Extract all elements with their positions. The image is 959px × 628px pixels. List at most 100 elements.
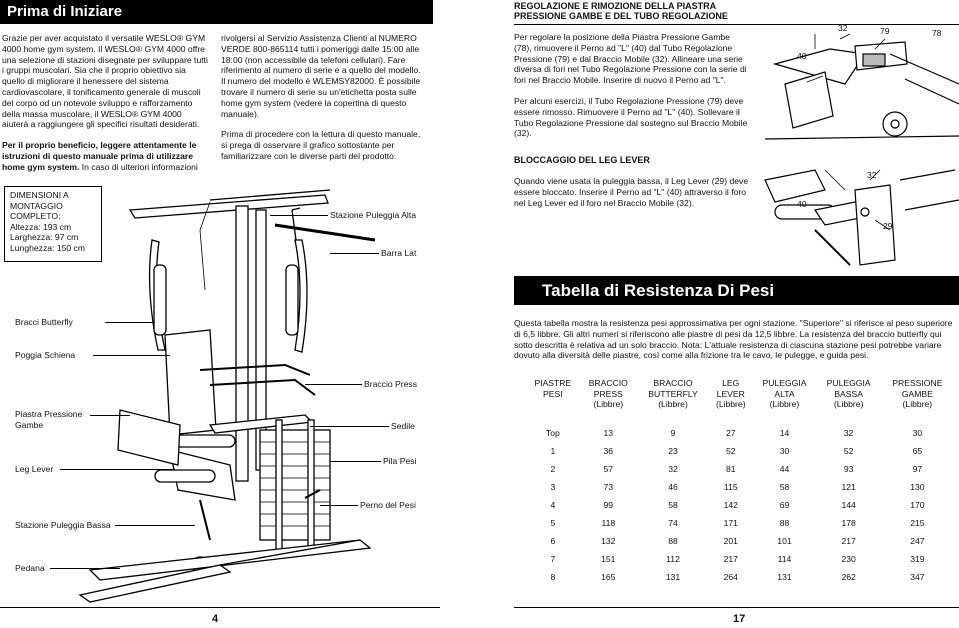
leader-line (93, 355, 170, 356)
table-cell: 118 (601, 518, 616, 528)
table-cell: Top (545, 428, 560, 438)
table-cell: 264 (723, 572, 738, 582)
leader-line (270, 215, 328, 216)
table-cell: 69 (779, 500, 790, 510)
table-header-bar: Tabella di Resistenza Di Pesi (514, 276, 959, 305)
table-cell: 44 (779, 464, 790, 474)
table-cell: 93 (843, 464, 854, 474)
leg-lever-lock-figure (764, 169, 959, 266)
table-cell: 132 (601, 536, 616, 546)
table-cell: 230 (841, 554, 856, 564)
table-cell: 217 (841, 536, 856, 546)
fig1-callout-40: 40 (797, 51, 807, 61)
table-cell: 88 (668, 536, 678, 546)
table-cell: 115 (723, 482, 738, 492)
fig2-callout-40: 40 (797, 199, 807, 209)
table-cell: 144 (841, 500, 856, 510)
table-cell: 74 (668, 518, 678, 528)
fig2-callout-29: 29 (883, 221, 893, 231)
table-cell: 217 (723, 554, 738, 564)
dim-line: Altezza: 193 cm (10, 221, 72, 232)
table-cell: 2 (550, 464, 556, 474)
table-cell: 201 (723, 536, 738, 546)
table-cell: 36 (603, 446, 614, 456)
dim-line: Lunghezza: 150 cm (10, 242, 86, 253)
fig2-callout-32: 32 (867, 170, 877, 180)
label-sedile: Sedile (391, 421, 415, 431)
table-cell: 52 (725, 446, 736, 456)
table-title: Tabella di Resistenza Di Pesi (542, 281, 775, 300)
table-cell: 170 (910, 500, 925, 510)
bloccaggio-column: Quando viene usata la puleggia bassa, il… (514, 176, 749, 208)
section-title-regolazione: REGOLAZIONE E RIMOZIONE DELLA PIASTRA PR… (514, 1, 954, 21)
page-number-right: 17 (733, 613, 746, 625)
table-cell: 52 (843, 446, 854, 456)
table-cell: 3 (550, 482, 556, 492)
table-cell: 262 (841, 572, 856, 582)
table-cell: 5 (550, 518, 556, 528)
contact-paragraph: rivolgersi al Servizio Assistenza Client… (221, 33, 421, 119)
table-cell: 165 (601, 572, 616, 582)
leader-line (90, 415, 130, 416)
label-barra-lat: Barra Lat (381, 248, 417, 258)
dim-line: MONTAGGIO (10, 200, 63, 211)
table-intro-paragraph: Questa tabella mostra la resistenza pesi… (514, 318, 953, 361)
regolazione-column: Per regolare la posizione della Piastra … (514, 32, 749, 139)
regolazione-paragraph-2: Per alcuni esercizi, il Tubo Regolazione… (514, 95, 748, 139)
table-cell: 6 (550, 536, 556, 546)
dim-line: Larghezza: 97 cm (10, 232, 79, 243)
fig1-callout-79: 79 (880, 26, 890, 36)
table-cell: 57 (603, 464, 614, 474)
table-cell: 4 (550, 500, 556, 510)
table-cell: 14 (779, 428, 790, 438)
fig1-callout-32: 32 (838, 23, 848, 33)
table-cell: 32 (843, 428, 854, 438)
label-braccio-press: Braccio Press (364, 379, 418, 389)
footer-rule-right (514, 607, 959, 608)
label-leg-lever: Leg Lever (15, 464, 54, 474)
table-cell: 247 (910, 536, 925, 546)
table-cell: 27 (725, 428, 736, 438)
page-number-left: 4 (212, 613, 219, 625)
table-cell: 73 (603, 482, 614, 492)
section-title-bloccaggio: BLOCCAGGIO DEL LEG LEVER (514, 155, 650, 165)
label-piastra-pressione: Piastra Pressione (15, 409, 83, 419)
bloccaggio-paragraph: Quando viene usata la puleggia bassa, il… (514, 176, 749, 208)
label-stazione-puleggia-alta: Stazione Puleggia Alta (330, 210, 417, 220)
table-cell: 142 (723, 500, 738, 510)
table-cell: 30 (779, 446, 790, 456)
contact-column: rivolgersi al Servizio Assistenza Client… (221, 33, 426, 162)
leader-line (310, 426, 389, 427)
table-cell: 171 (723, 518, 738, 528)
table-cell: 151 (601, 554, 616, 564)
notice-bold: Per il proprio beneficio, leggere attent… (2, 140, 197, 172)
intro-paragraph: Grazie per aver acquistato il versatile … (2, 33, 208, 130)
table-cell: 8 (550, 572, 556, 582)
label-pedana: Pedana (15, 563, 45, 573)
table-cell: 114 (777, 554, 792, 564)
table-cell: 13 (603, 428, 614, 438)
table-cell: 112 (666, 554, 680, 564)
section-title-line: PRESSIONE GAMBE E DEL TUBO REGOLAZIONE (514, 11, 728, 21)
table-cell: 23 (668, 446, 678, 456)
table-cell: 1 (550, 446, 556, 456)
leader-line (330, 461, 381, 462)
regolazione-paragraph-1: Per regolare la posizione della Piastra … (514, 32, 747, 86)
intro-column: Grazie per aver acquistato il versatile … (2, 33, 210, 173)
section-title-line: REGOLAZIONE E RIMOZIONE DELLA PIASTRA (514, 1, 717, 11)
leader-line (305, 384, 362, 385)
table-cell: 215 (910, 518, 925, 528)
